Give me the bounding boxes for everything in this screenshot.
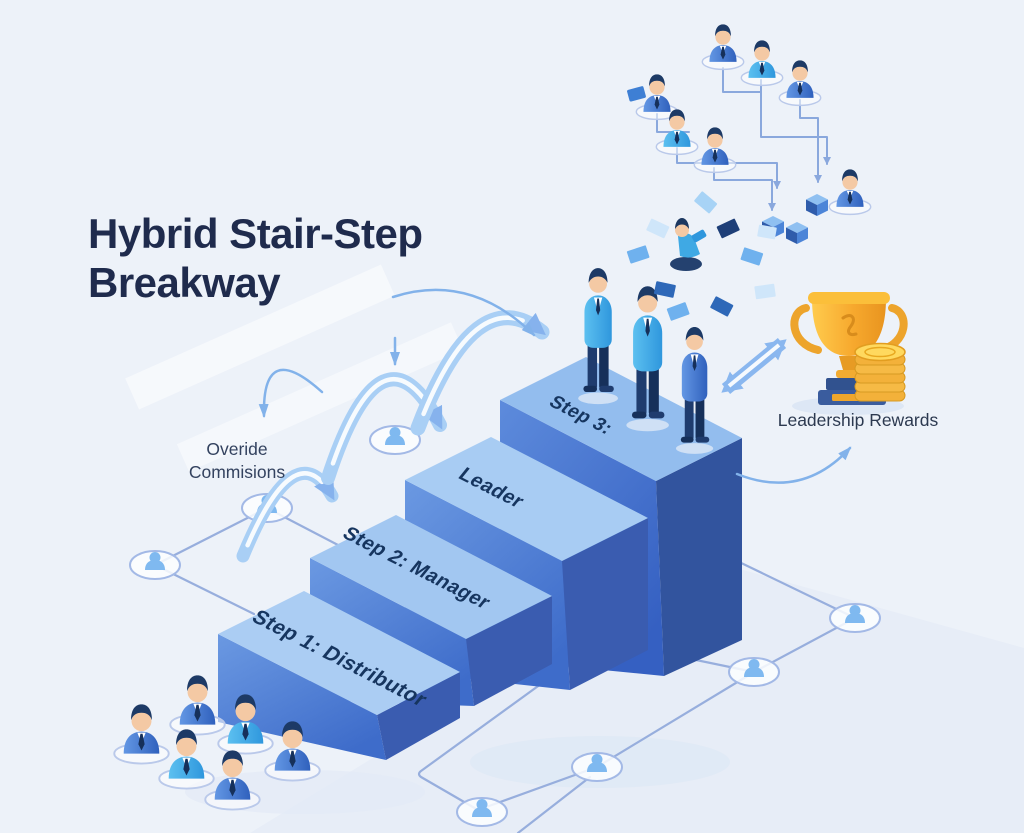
rewards-double-arrow bbox=[721, 337, 787, 395]
title-line-1: Hybrid Stair-Step bbox=[88, 210, 423, 257]
page-title: Hybrid Stair-Step Breakway bbox=[88, 210, 528, 307]
person-node-icon bbox=[728, 657, 780, 687]
person-icon bbox=[169, 674, 226, 736]
thin-arrows bbox=[258, 288, 852, 484]
person-icon bbox=[778, 59, 822, 107]
override-commissions-label: Overide Commisions bbox=[188, 439, 286, 483]
arc-arrow bbox=[391, 288, 536, 337]
person-node-icon bbox=[456, 797, 508, 827]
folder-icon bbox=[627, 86, 646, 102]
coin-stack-icon bbox=[854, 342, 906, 402]
step-1 bbox=[218, 591, 460, 760]
person-icon bbox=[158, 728, 215, 790]
person-node-icon bbox=[829, 603, 881, 633]
building-icon bbox=[806, 194, 828, 216]
light-ray bbox=[125, 264, 395, 410]
person-icon bbox=[740, 39, 784, 87]
arc-arrow-left bbox=[258, 368, 324, 418]
person-icon bbox=[701, 23, 745, 71]
person-icon bbox=[113, 703, 170, 765]
money-papers-icon bbox=[626, 191, 777, 321]
leadership-rewards-label: Leadership Rewards bbox=[777, 410, 939, 430]
bounce-arrows bbox=[236, 310, 550, 563]
arc-arrow-rewards bbox=[735, 446, 852, 484]
person-icon bbox=[828, 168, 872, 216]
title-line-2: Breakway bbox=[88, 258, 281, 306]
person-node-icon bbox=[571, 752, 623, 782]
staircase bbox=[218, 357, 742, 760]
paper-bills bbox=[626, 191, 777, 321]
flying-person-icon bbox=[670, 218, 707, 271]
person-icon bbox=[693, 126, 737, 174]
building-icon bbox=[786, 222, 808, 244]
org-chart bbox=[627, 23, 872, 244]
person-node-icon bbox=[129, 550, 181, 580]
